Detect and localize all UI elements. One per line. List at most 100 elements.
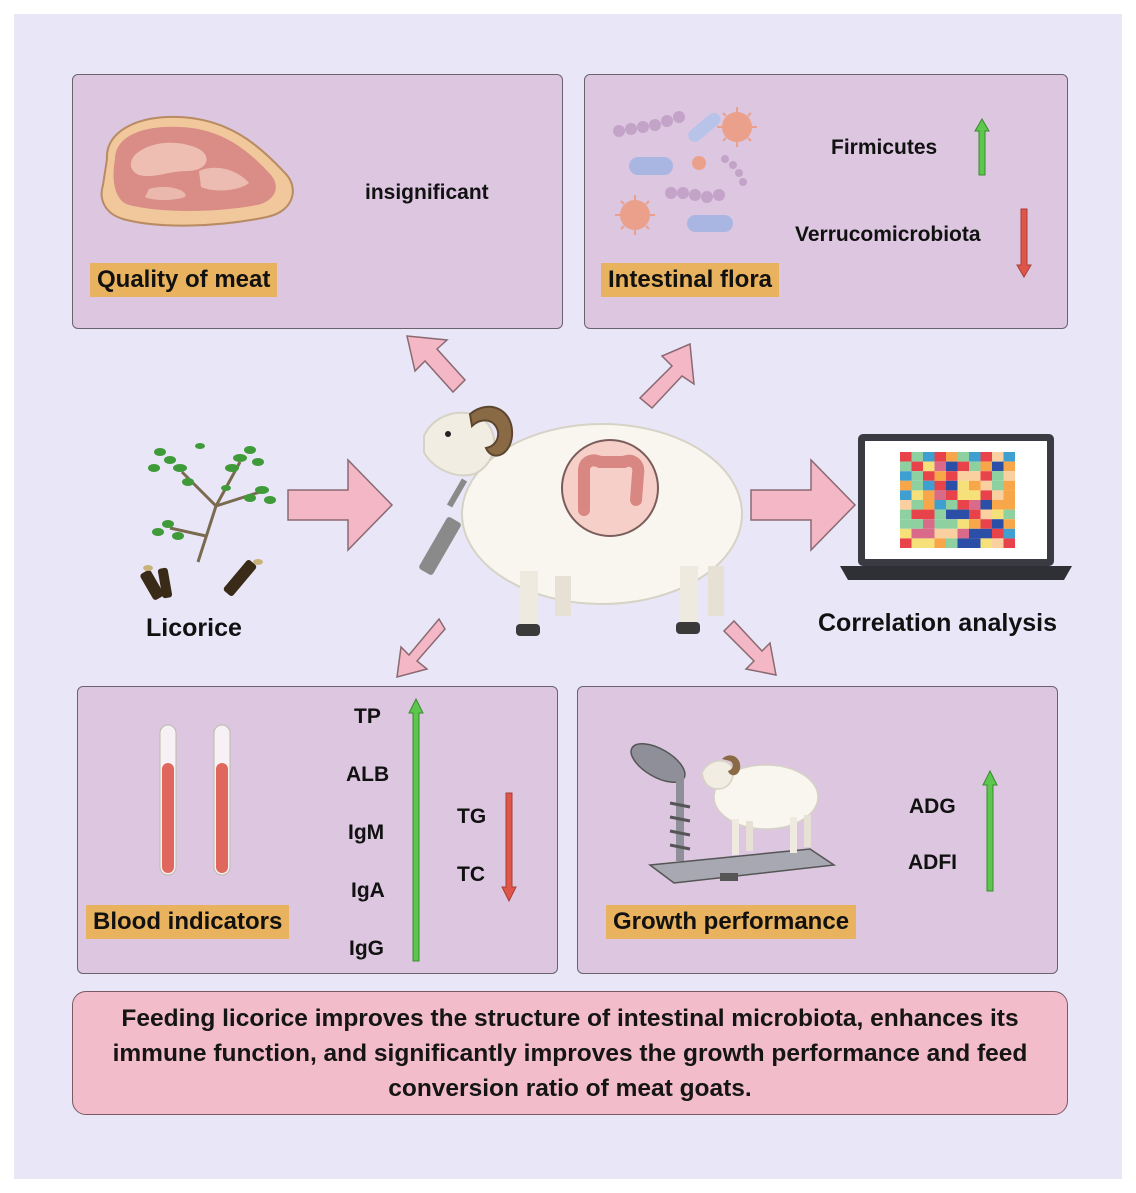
heatmap-cell <box>992 538 1004 548</box>
heatmap-cell <box>923 452 935 462</box>
heatmap-cell <box>969 519 981 529</box>
heatmap-cell <box>992 490 1004 500</box>
heatmap-cell <box>980 471 992 481</box>
heatmap-cell <box>923 490 935 500</box>
up-arrow-icon <box>982 769 998 892</box>
heatmap-cell <box>923 471 935 481</box>
heatmap-cell <box>992 528 1004 539</box>
heatmap-cell <box>969 528 981 539</box>
heatmap-cell <box>900 509 912 520</box>
heatmap-cell <box>911 480 923 491</box>
heatmap-cell <box>957 471 969 481</box>
heatmap-cell <box>992 500 1004 510</box>
blood-up-indicator: IgA <box>351 879 385 902</box>
heatmap-cell <box>900 480 912 491</box>
up-arrow-icon <box>974 118 990 176</box>
blood-indicators-panel: TP ALB IgM IgA IgG TG TC Blood indicator… <box>77 686 558 974</box>
heatmap-cell <box>1003 509 1015 520</box>
heatmap-cell <box>992 471 1004 481</box>
heatmap-cell <box>957 480 969 491</box>
heatmap-cell <box>934 500 946 510</box>
heatmap-cell <box>1003 490 1015 500</box>
flora-item-label: Firmicutes <box>831 136 938 159</box>
heatmap-cell <box>934 452 946 462</box>
arrow-licorice-to-sheep <box>287 458 394 552</box>
blood-down-indicator: TG <box>457 805 487 828</box>
up-arrow-icon <box>408 697 424 962</box>
heatmap-cell <box>1003 452 1015 462</box>
heatmap-cell <box>957 452 969 462</box>
heatmap-cell <box>969 471 981 481</box>
heatmap-cell <box>980 538 992 548</box>
licorice-plant-icon <box>140 443 276 600</box>
heatmap-cell <box>1003 528 1015 539</box>
heatmap-cell <box>900 500 912 510</box>
blood-up-indicator: IgG <box>349 937 384 960</box>
heatmap-cell <box>969 461 981 472</box>
heatmap-cell <box>900 528 912 539</box>
heatmap-cell <box>934 480 946 491</box>
test-tube-icon <box>159 724 231 876</box>
heatmap-cell <box>934 519 946 529</box>
heatmap-cell <box>980 490 992 500</box>
heatmap-cell <box>1003 519 1015 529</box>
heatmap-cell <box>911 471 923 481</box>
growth-up-indicator: ADG <box>909 795 956 818</box>
heatmap-cell <box>923 461 935 472</box>
down-arrow-icon <box>501 792 517 903</box>
intestinal-flora-tag: Intestinal flora <box>601 263 780 297</box>
heatmap-cell <box>911 509 923 520</box>
heatmap-cell <box>934 471 946 481</box>
licorice-label: Licorice <box>146 614 242 642</box>
heatmap-cell <box>911 461 923 472</box>
heatmap-cell <box>980 452 992 462</box>
down-arrow-icon <box>1016 208 1032 278</box>
heatmap-cell <box>900 471 912 481</box>
heatmap-cell <box>900 490 912 500</box>
intestinal-flora-panel: Firmicutes Verrucomicrobiota Intestinal … <box>584 74 1068 329</box>
heatmap-cell <box>900 461 912 472</box>
heatmap-cell <box>969 509 981 520</box>
correlation-heatmap <box>900 452 1015 548</box>
blood-indicators-tag: Blood indicators <box>86 905 290 939</box>
blood-up-indicator: TP <box>354 705 381 728</box>
meat-quality-panel: insignificant Quality of meat <box>72 74 563 329</box>
heatmap-cell <box>980 519 992 529</box>
heatmap-cell <box>900 519 912 529</box>
heatmap-cell <box>934 490 946 500</box>
heatmap-cell <box>992 452 1004 462</box>
blood-down-indicator: TC <box>457 863 485 886</box>
blood-up-indicator: IgM <box>348 821 385 844</box>
arrow-sheep-to-correlation <box>750 458 857 552</box>
heatmap-cell <box>900 452 912 462</box>
sheep-on-scale-icon <box>630 742 837 884</box>
heatmap-cell <box>923 500 935 510</box>
heatmap-cell <box>923 528 935 539</box>
heatmap-cell <box>969 452 981 462</box>
heatmap-cell <box>980 528 992 539</box>
correlation-analysis-label: Correlation analysis <box>818 609 1057 637</box>
heatmap-cell <box>957 500 969 510</box>
heatmap-cell <box>946 528 958 539</box>
heatmap-cell <box>1003 500 1015 510</box>
arrow-to-intestinal-flora <box>638 342 695 410</box>
heatmap-cell <box>946 538 958 548</box>
heatmap-cell <box>992 480 1004 491</box>
heatmap-cell <box>946 471 958 481</box>
heatmap-cell <box>957 509 969 520</box>
heatmap-cell <box>900 538 912 548</box>
heatmap-cell <box>946 500 958 510</box>
heatmap-cell <box>911 528 923 539</box>
arrow-to-blood-indicators <box>396 617 446 679</box>
heatmap-cell <box>946 480 958 491</box>
heatmap-cell <box>911 538 923 548</box>
growth-performance-panel: ADG ADFI Growth performance <box>577 686 1058 974</box>
heatmap-cell <box>946 461 958 472</box>
sheep-icon <box>419 405 743 636</box>
heatmap-cell <box>911 500 923 510</box>
heatmap-cell <box>911 519 923 529</box>
heatmap-cell <box>923 538 935 548</box>
heatmap-cell <box>934 528 946 539</box>
heatmap-cell <box>969 490 981 500</box>
heatmap-cell <box>957 490 969 500</box>
